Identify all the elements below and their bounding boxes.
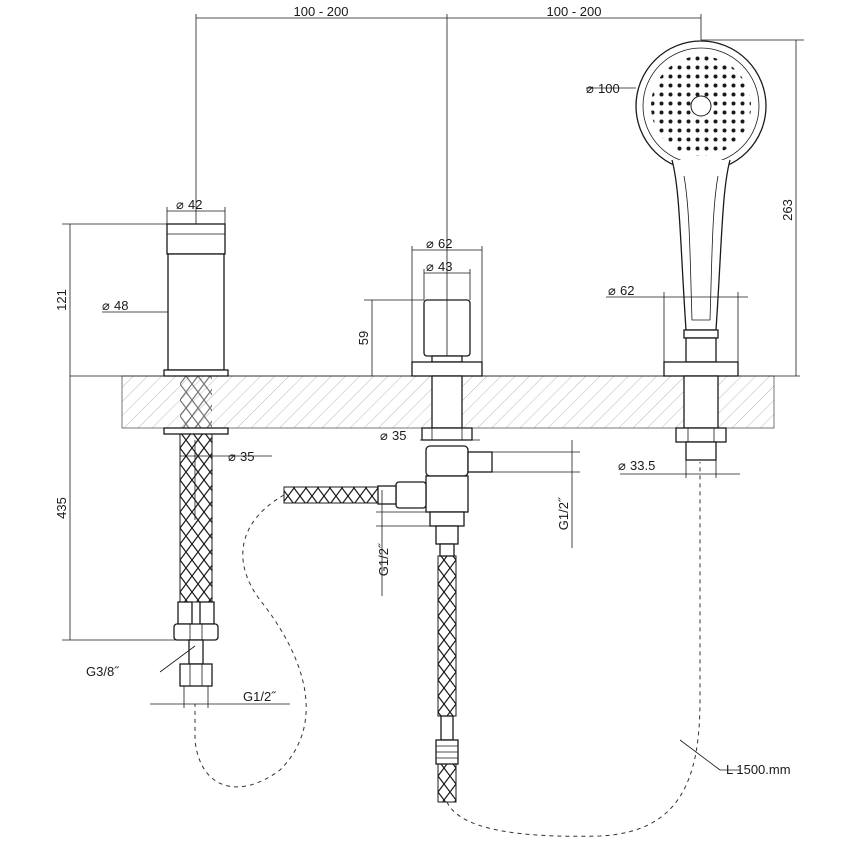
dimension-lines (62, 14, 804, 771)
dim-spout-head-dia-symbol: ⌀ (176, 197, 184, 212)
dim-spout-conn-thread: G3/8˝ (86, 664, 120, 679)
spout-assembly (163, 223, 229, 687)
dim-mixer-base-dia: 62 (438, 236, 452, 251)
dim-shower-base-dia-symbol: ⌀ (608, 283, 616, 298)
dimension-labels: 100 - 200 100 - 200 ⌀ 42 ⌀ 48 121 ⌀ 35 4… (54, 4, 795, 777)
dim-top-left-span: 100 - 200 (294, 4, 349, 19)
mixer-assembly (283, 299, 493, 803)
dim-mixer-outlet-thread: G1/2˝ (376, 542, 391, 576)
dim-mixer-shank-dia: 35 (392, 428, 406, 443)
dim-spout-body-dia: 48 (114, 298, 128, 313)
dim-mixer-side-thread: G1/2˝ (556, 496, 571, 530)
dim-top-right-span: 100 - 200 (547, 4, 602, 19)
dim-mixer-base-dia-symbol: ⌀ (426, 236, 434, 251)
dim-mixer-height: 59 (356, 331, 371, 345)
dim-spout-head-dia: 42 (188, 197, 202, 212)
dim-hose-length: L 1500.mm (726, 762, 791, 777)
dim-mixer-handle-dia-symbol: ⌀ (426, 259, 434, 274)
dim-mixer-shank-dia-symbol: ⌀ (380, 428, 388, 443)
dim-shower-height: 263 (780, 199, 795, 221)
dim-spout-outlet-thread: G1/2˝ (243, 689, 277, 704)
dim-shower-base-dia: 62 (620, 283, 634, 298)
dim-spout-shank-dia: 35 (240, 449, 254, 464)
dim-spout-height: 121 (54, 289, 69, 311)
hand-shower-assembly (635, 40, 767, 461)
dim-spout-body-dia-symbol: ⌀ (102, 298, 110, 313)
dim-spout-hose-length: 435 (54, 497, 69, 519)
dim-shower-head-dia: 100 (598, 81, 620, 96)
dim-mixer-handle-dia: 43 (438, 259, 452, 274)
dim-shower-shank-dia: 33.5 (630, 458, 655, 473)
hose-paths (194, 462, 701, 837)
dim-shower-shank-dia-symbol: ⌀ (618, 458, 626, 473)
dim-spout-shank-dia-symbol: ⌀ (228, 449, 236, 464)
dim-shower-head-dia-symbol: ⌀ (586, 81, 594, 96)
